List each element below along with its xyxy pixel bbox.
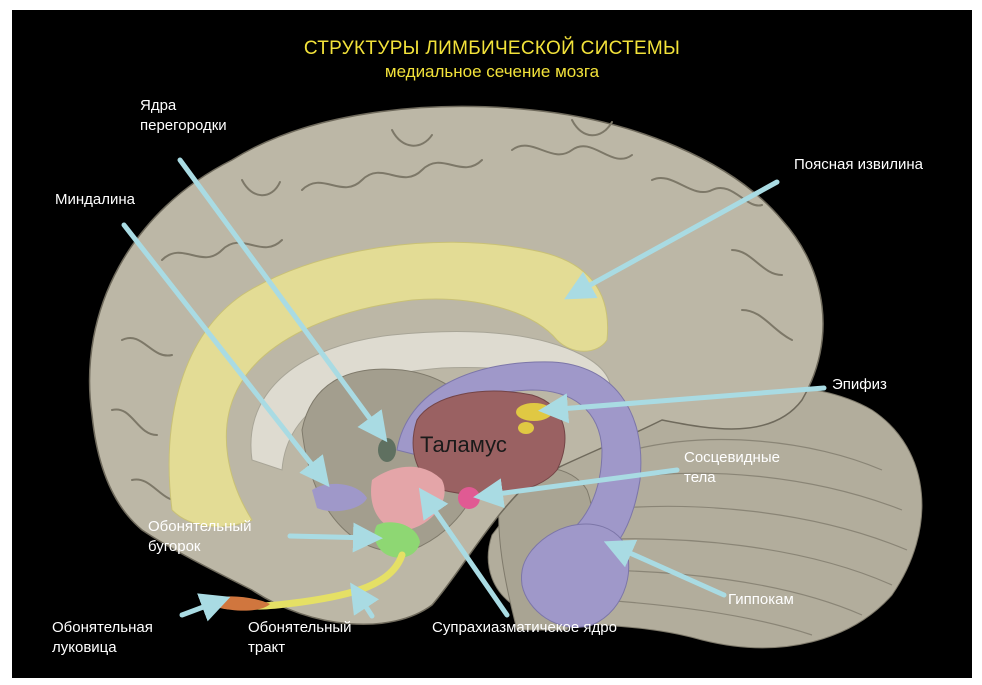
label-thalamus: Таламус [420, 432, 507, 458]
septal-nuclei-region [378, 438, 396, 462]
label-olfactory-bulb: Обонятельная луковица [52, 618, 153, 658]
label-olfactory-tract-line1: Обонятельный [248, 618, 352, 638]
label-suprachiasmatic-nucleus: Супрахиазматичекое ядро [432, 618, 617, 638]
label-hippocampus: Гиппокам [728, 590, 794, 610]
arrow-olfactory-bulb [182, 600, 222, 615]
label-olfactory-tract: Обонятельный тракт [248, 618, 352, 658]
label-mammillary-line1: Сосцевидные [684, 448, 780, 468]
label-olfactory-bulb-line2: луковица [52, 638, 153, 658]
label-olfactory-tubercle-line1: Обонятельный [148, 517, 252, 537]
label-septal-nuclei-line2: перегородки [140, 116, 227, 136]
label-olfactory-tubercle-line2: бугорок [148, 537, 252, 557]
label-septal-nuclei: Ядра перегородки [140, 96, 227, 136]
figure-title: СТРУКТУРЫ ЛИМБИЧЕСКОЙ СИСТЕМЫ [12, 38, 972, 60]
figure-canvas: СТРУКТУРЫ ЛИМБИЧЕСКОЙ СИСТЕМЫ медиальное… [12, 10, 972, 678]
mammillary-bodies-region [458, 487, 480, 509]
epiphysis-lobe [518, 422, 534, 434]
figure-subtitle: медиальное сечение мозга [12, 62, 972, 82]
arrow-olfactory-tubercle [290, 536, 374, 538]
label-olfactory-bulb-line1: Обонятельная [52, 618, 153, 638]
label-olfactory-tubercle: Обонятельный бугорок [148, 517, 252, 557]
label-olfactory-tract-line2: тракт [248, 638, 352, 658]
label-mammillary-bodies: Сосцевидные тела [684, 448, 780, 488]
label-mammillary-line2: тела [684, 468, 780, 488]
label-amygdala: Миндалина [55, 190, 135, 210]
label-septal-nuclei-line1: Ядра [140, 96, 227, 116]
label-cingulate-gyrus: Поясная извилина [794, 155, 923, 175]
label-epiphysis: Эпифиз [832, 375, 887, 395]
